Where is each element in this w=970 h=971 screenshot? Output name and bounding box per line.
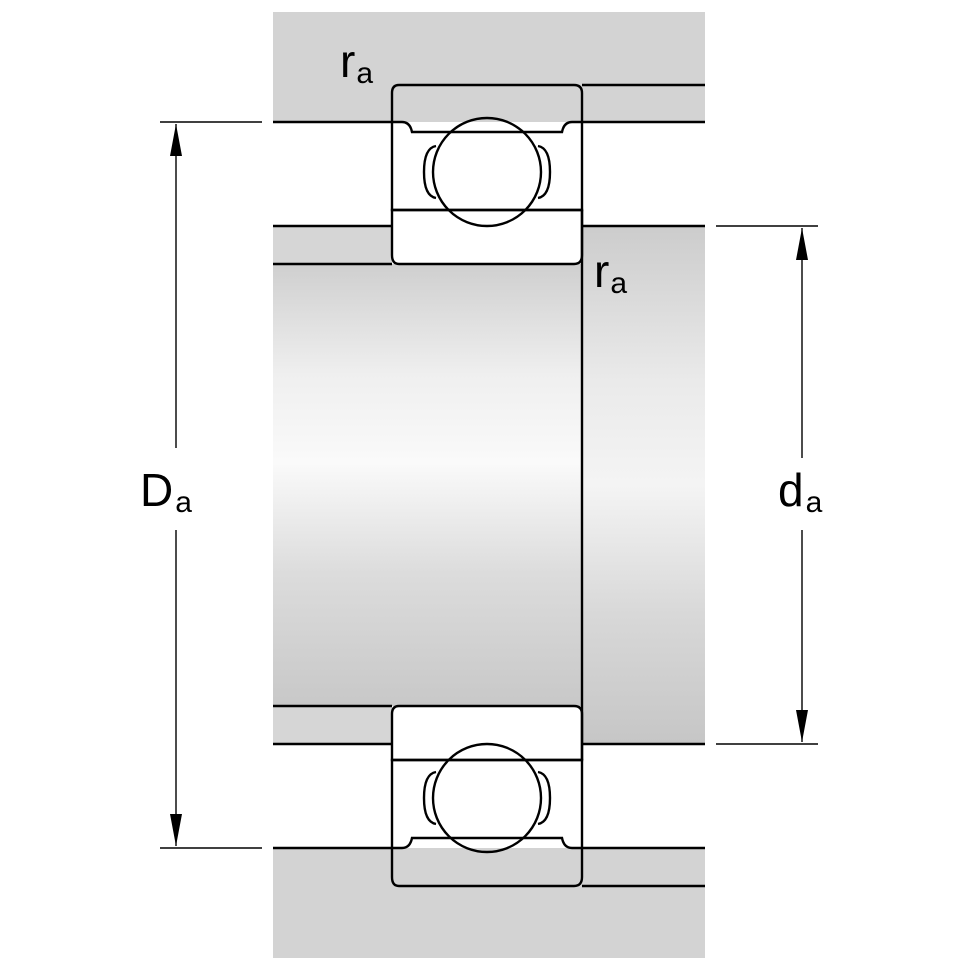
bearing-top-cage-right — [537, 144, 552, 200]
shaft-left-shoulder-top — [273, 226, 392, 264]
shaft — [273, 226, 705, 744]
bearing-top-cage-left — [422, 144, 437, 200]
bearing-bottom-inner-ring — [390, 704, 584, 762]
arrow-up-icon — [170, 124, 182, 156]
dimension-inner-diameter: da — [716, 225, 823, 745]
bearing-top-ball — [431, 116, 543, 228]
arrow-down-icon — [796, 710, 808, 742]
bearing-bottom-outer-ring — [390, 758, 584, 888]
arrow-up-icon — [796, 228, 808, 260]
shaft-left-body — [273, 264, 582, 706]
shaft-left-shoulder-bottom — [273, 706, 392, 744]
housing-bottom — [273, 848, 705, 958]
bearing-bottom-ball — [431, 742, 543, 854]
bearing-bottom-cage-left — [422, 770, 437, 826]
inner-diameter-label: da — [778, 464, 823, 519]
housing-top — [273, 12, 705, 122]
bearing-bottom-outer-groove — [392, 836, 582, 850]
housing — [273, 12, 705, 958]
fillet-radius-label-bottom: ra — [594, 245, 627, 300]
bearing-bottom-cage-right — [537, 770, 552, 826]
outer-diameter-label: Da — [140, 464, 192, 519]
bearing-top-inner-ring — [390, 208, 584, 266]
bearing-top-outer-groove — [392, 120, 582, 134]
fillet-radius-label-top: ra — [340, 35, 373, 90]
dimension-outer-diameter: Da — [140, 121, 262, 849]
contour-lines — [273, 83, 705, 888]
shaft-right-body — [582, 226, 705, 744]
arrow-down-icon — [170, 814, 182, 846]
